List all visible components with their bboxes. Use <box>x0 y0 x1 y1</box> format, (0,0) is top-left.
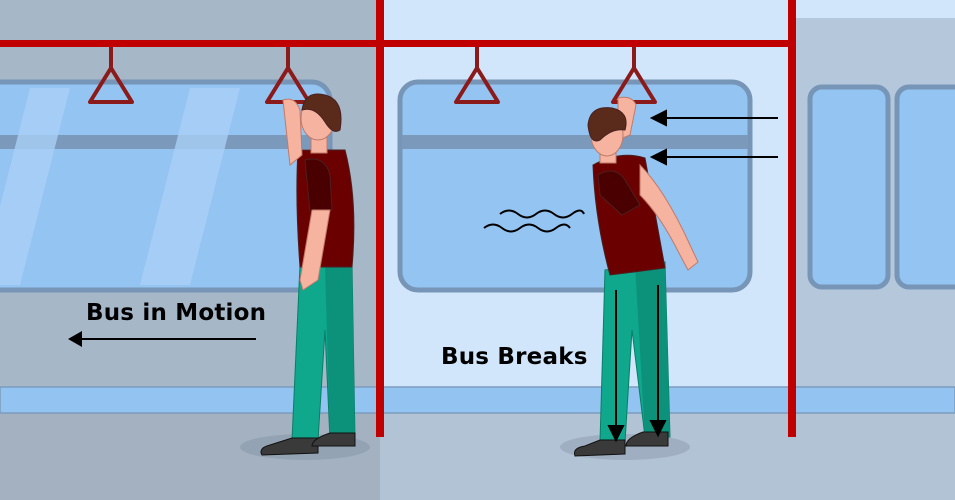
pole-right <box>788 0 796 437</box>
leaning-passenger <box>560 96 699 460</box>
bus-in-motion-label: Bus in Motion <box>86 300 267 326</box>
inertia-arrows <box>607 109 778 443</box>
hand-straps <box>88 47 657 104</box>
standing-passenger <box>240 93 370 460</box>
motion-arrow <box>68 331 256 347</box>
handrail <box>0 40 795 47</box>
pole-left <box>376 0 384 437</box>
floor-stripe <box>0 386 955 414</box>
middle-window <box>397 79 753 293</box>
door-windows <box>807 84 955 290</box>
bus-brakes-label: Bus Breaks <box>441 344 588 370</box>
wobble-lines-icon <box>483 209 585 233</box>
left-window <box>0 79 333 293</box>
